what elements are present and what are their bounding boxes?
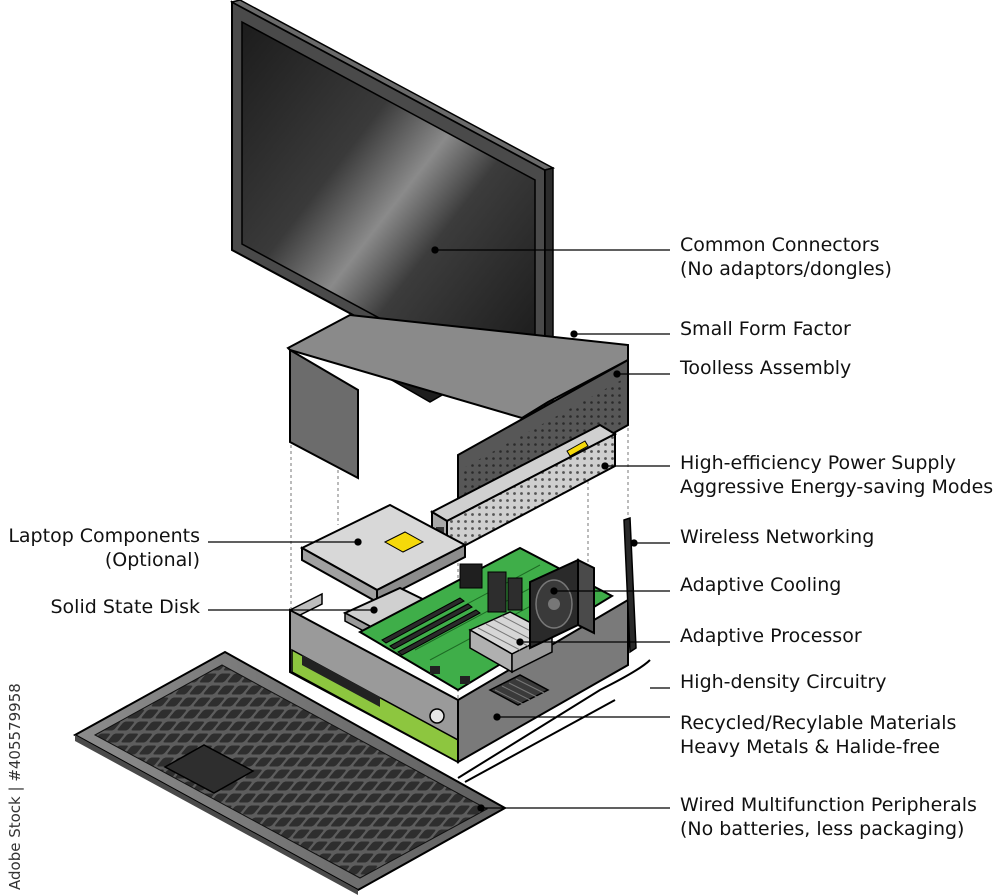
callout-lines <box>208 246 670 812</box>
keyboard-touchpad <box>163 744 255 794</box>
label-laptop-components: Laptop Components (Optional) <box>8 525 200 571</box>
ram-modules <box>381 597 481 656</box>
cooling-fan <box>529 558 595 650</box>
label-common-connectors: Common Connectors (No adaptors/dongles) <box>680 234 892 280</box>
chipset-heatsink <box>430 666 550 706</box>
label-power-supply: High-efficiency Power Supply Aggressive … <box>680 452 994 498</box>
label-solid-state-disk: Solid State Disk <box>50 596 201 618</box>
peripheral-cables <box>457 659 651 783</box>
keyboard-keys <box>93 664 489 879</box>
label-adaptive-processor: Adaptive Processor <box>680 625 862 647</box>
label-high-density-circuitry: High-density Circuitry <box>680 671 887 693</box>
label-toolless-assembly: Toolless Assembly <box>680 357 852 379</box>
label-small-form-factor: Small Form Factor <box>680 318 851 340</box>
base-chassis <box>288 592 629 764</box>
label-adaptive-cooling: Adaptive Cooling <box>680 574 842 596</box>
case-top-cover <box>286 313 629 522</box>
keyboard <box>72 650 508 895</box>
wireless-antenna <box>623 516 637 654</box>
label-recycled-materials: Recycled/Recylable Materials Heavy Metal… <box>680 712 957 758</box>
stock-watermark: Adobe Stock | #405579958 <box>6 683 24 890</box>
label-wired-peripherals: Wired Multifunction Peripherals (No batt… <box>680 794 977 840</box>
label-wireless-networking: Wireless Networking <box>680 526 875 548</box>
